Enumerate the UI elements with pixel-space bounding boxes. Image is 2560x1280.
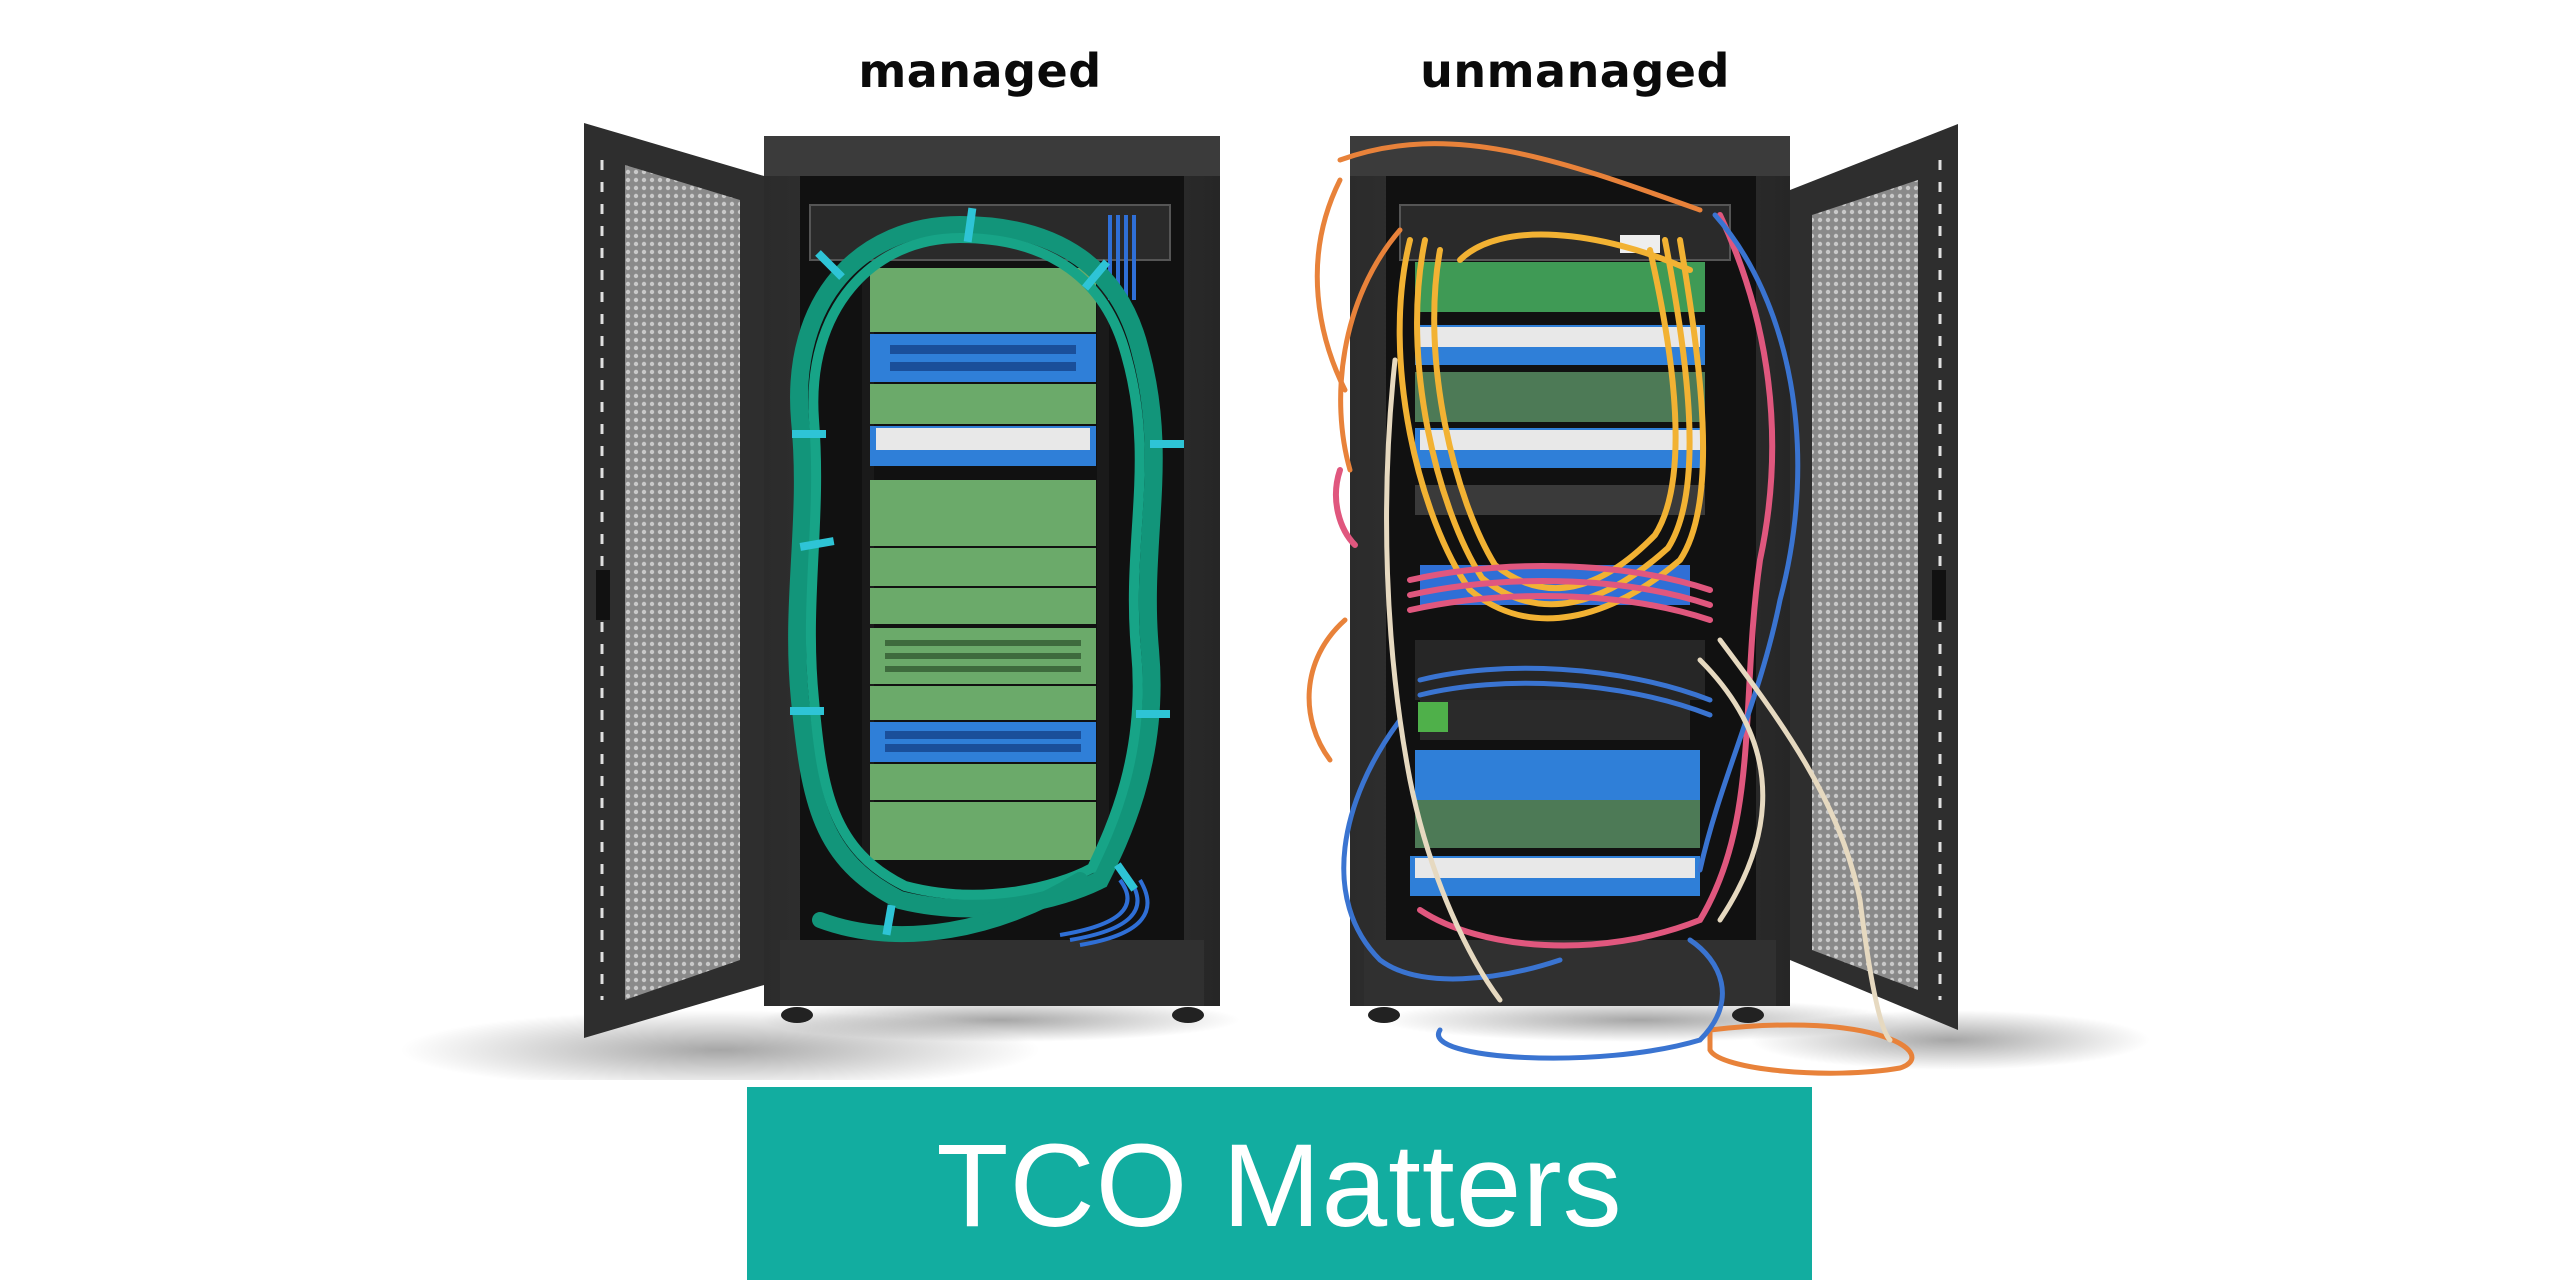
- managed-rack: [400, 123, 1240, 1080]
- unmanaged-rack-door: [1790, 124, 1958, 1030]
- unmanaged-label: unmanaged: [1420, 44, 1730, 98]
- managed-label: managed: [858, 44, 1102, 98]
- unmanaged-rack: [1306, 124, 2150, 1076]
- managed-rack-door: [584, 123, 764, 1038]
- banner-title: TCO Matters: [936, 1119, 1623, 1252]
- cable-ties: [790, 207, 1184, 936]
- managed-panels: [870, 268, 1096, 860]
- rack-comparison-illustration: [400, 123, 2150, 1080]
- unmanaged-cables: [1306, 141, 1915, 1076]
- tco-banner: TCO Matters: [747, 1087, 1812, 1280]
